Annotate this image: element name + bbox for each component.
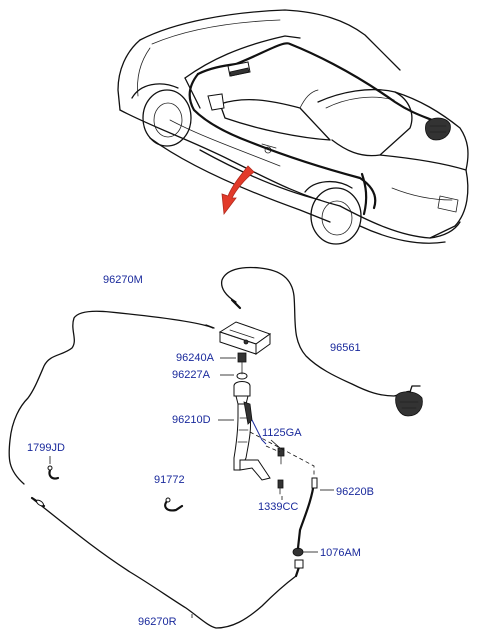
clip-1339CC bbox=[277, 479, 284, 500]
label-91772: 91772 bbox=[154, 474, 185, 486]
label-96240A: 96240A bbox=[176, 352, 214, 364]
car-illustration bbox=[117, 9, 469, 245]
connector-96561 bbox=[395, 385, 423, 417]
label-96270R: 96270R bbox=[138, 616, 177, 628]
pointer-arrow bbox=[221, 165, 255, 216]
cable-96561 bbox=[220, 266, 411, 397]
connector-96220B bbox=[296, 480, 316, 550]
cable-96270R bbox=[33, 499, 301, 629]
label-96210D: 96210D bbox=[172, 414, 211, 426]
label-96220B: 96220B bbox=[336, 486, 374, 498]
nut-96240A bbox=[220, 352, 247, 363]
antenna-base-96210D bbox=[233, 381, 271, 481]
washer-96227A bbox=[220, 361, 248, 380]
label-96227A: 96227A bbox=[172, 369, 210, 381]
label-96561: 96561 bbox=[330, 342, 361, 354]
amplifier-box bbox=[218, 321, 272, 355]
label-96270M: 96270M bbox=[103, 274, 143, 286]
label-1125GA: 1125GA bbox=[262, 427, 302, 439]
grommet-1076AM bbox=[292, 547, 304, 557]
label-1076AM: 1076AM bbox=[320, 547, 361, 559]
clip-91772 bbox=[164, 497, 184, 512]
label-1799JD: 1799JD bbox=[27, 442, 65, 454]
label-1339CC: 1339CC bbox=[258, 501, 299, 513]
screw-1125GA bbox=[270, 439, 285, 465]
clip-1799JD bbox=[48, 468, 60, 480]
cable-96270M bbox=[8, 310, 214, 485]
